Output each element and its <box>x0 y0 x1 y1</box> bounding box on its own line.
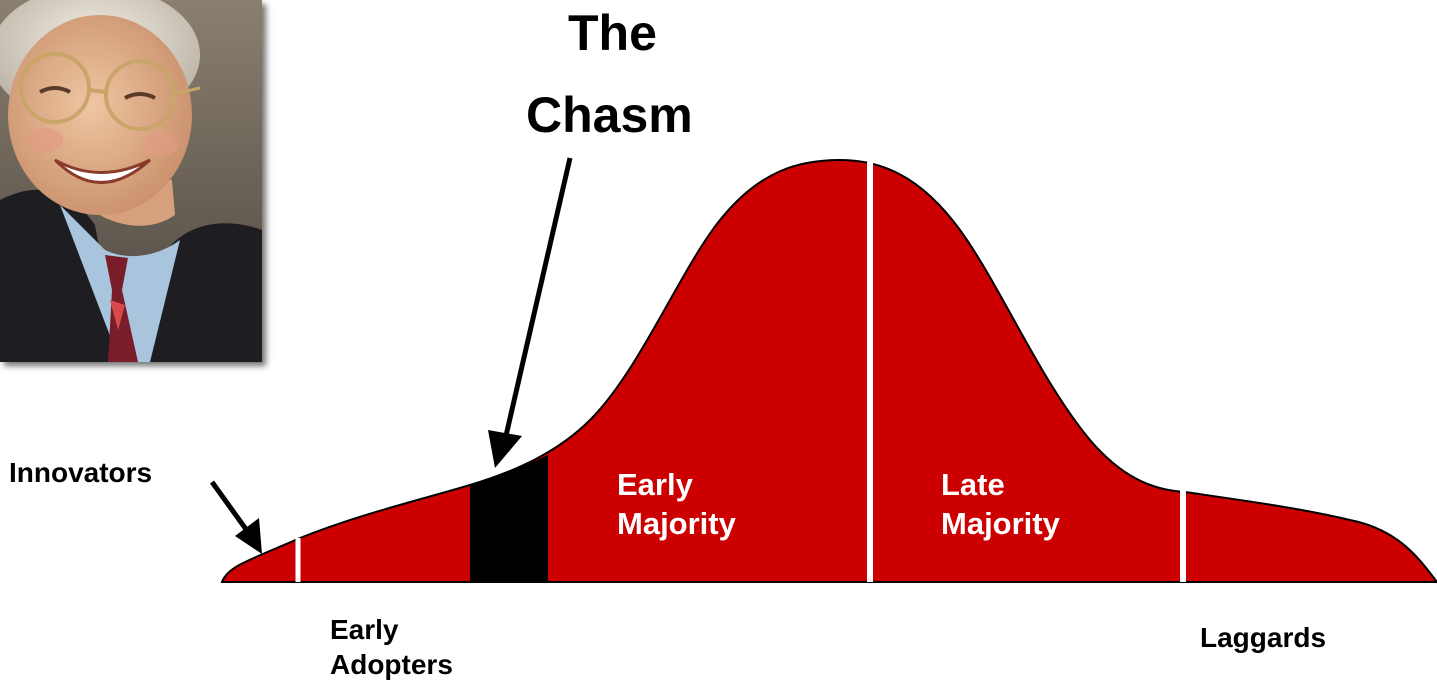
early-adopters-line-2: Adopters <box>330 649 453 680</box>
innovators-arrow-head <box>235 518 262 554</box>
early-adopters-line-1: Early <box>330 614 399 645</box>
late-majority-line-1: Late <box>941 467 1005 502</box>
adoption-bell-curve <box>220 158 1437 583</box>
innovators-label: Innovators <box>9 457 153 488</box>
early-majority-label: Early Majority <box>617 466 736 544</box>
portrait-image <box>0 0 262 362</box>
title-line-1: The <box>568 5 657 61</box>
early-majority-line-2: Majority <box>617 505 736 541</box>
chasm-arrow-line <box>502 157 573 441</box>
title-line-2: Chasm <box>526 87 693 143</box>
chasm-arrow-head <box>488 430 522 468</box>
chasm-band <box>470 455 548 582</box>
author-portrait <box>0 0 262 362</box>
innovators-arrow-line <box>209 480 251 534</box>
late-majority-label: Late Majority <box>941 466 1060 544</box>
laggards-label: Laggards <box>1200 622 1327 653</box>
early-majority-line-1: Early <box>617 467 693 502</box>
early-adopters-label: Early Adopters <box>330 612 453 682</box>
late-majority-line-2: Majority <box>941 505 1060 541</box>
